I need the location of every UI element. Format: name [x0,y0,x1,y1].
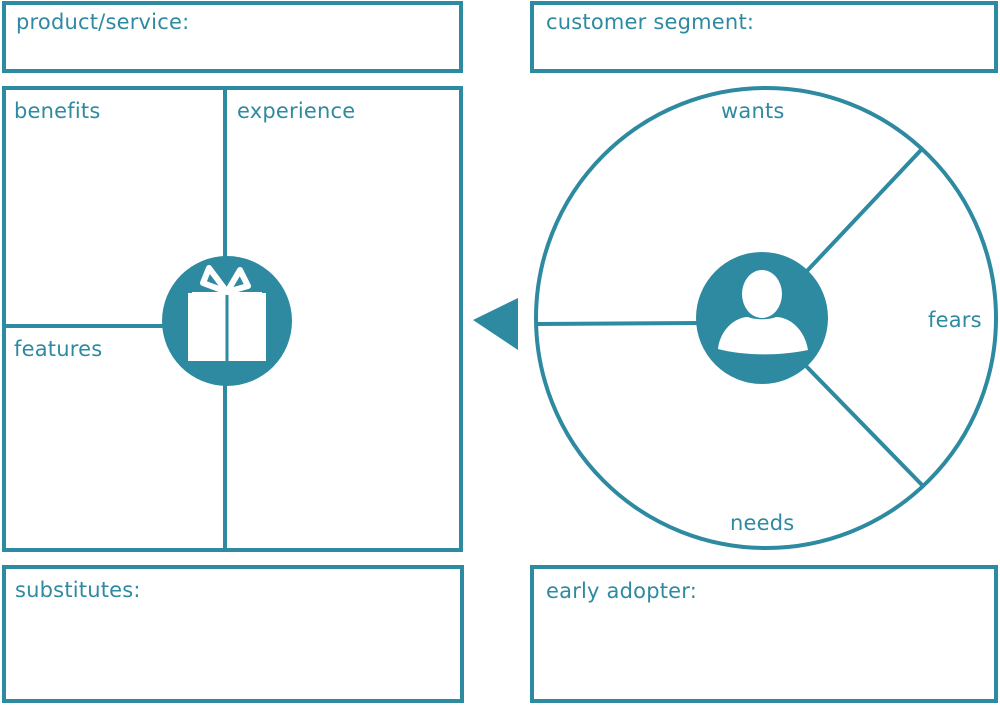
product-service-label: product/service: [16,10,190,34]
substitutes-label: substitutes: [15,578,141,602]
arrow-left-icon [473,298,518,350]
gift-icon [162,256,292,386]
features-label: features [14,337,103,361]
customer-circle [534,86,998,550]
user-icon [696,252,828,384]
customer-segment-box[interactable]: customer segment: [530,1,998,73]
customer-segment-label: customer segment: [546,10,755,34]
divider-lower-right [804,364,925,488]
divider-left [535,321,701,326]
product-square [2,86,463,552]
experience-label: experience [237,99,356,123]
early-adopter-box[interactable]: early adopter: [530,565,998,703]
substitutes-box[interactable]: substitutes: [2,565,464,703]
needs-label: needs [730,511,795,535]
early-adopter-label: early adopter: [546,579,698,603]
product-service-box[interactable]: product/service: [2,1,463,73]
fears-label: fears [928,308,982,332]
wants-label: wants [721,99,785,123]
divider-upper-right [804,148,923,274]
benefits-label: benefits [14,99,101,123]
